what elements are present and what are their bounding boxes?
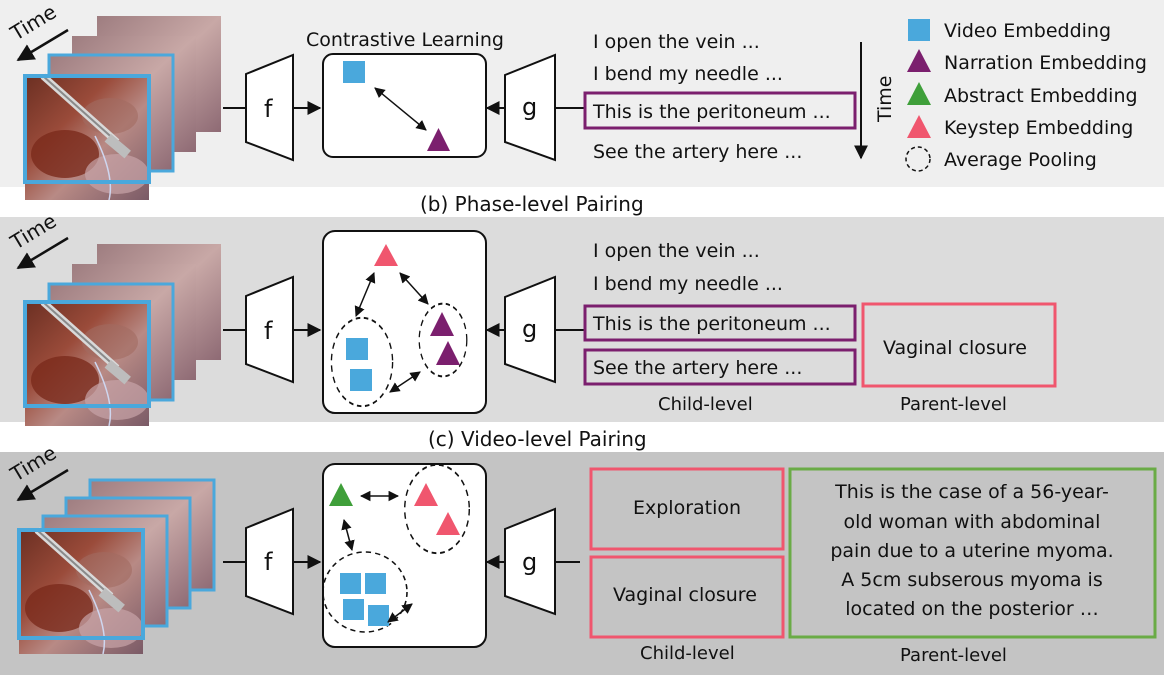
narration-text: I bend my needle ... xyxy=(593,273,783,295)
keystep-text: Vaginal closure xyxy=(613,584,757,606)
legend-pooling-swatch xyxy=(905,146,931,172)
text-encoder-g xyxy=(504,53,556,162)
abstract-embedding-triangle xyxy=(329,483,353,506)
panel-b: Time f g I open the vein ... I bend my n… xyxy=(5,209,1057,426)
legend-abstract-swatch xyxy=(907,82,931,105)
encoder-f-label: f xyxy=(264,548,273,576)
narration-time-label: Time xyxy=(874,76,896,124)
legend-pooling-label: Average Pooling xyxy=(944,149,1097,171)
video-encoder-f xyxy=(245,53,294,162)
encoder-g-label: g xyxy=(522,93,537,121)
time-arrow xyxy=(16,28,69,62)
contrastive-arrow xyxy=(374,87,427,131)
keystep-embedding-triangle xyxy=(436,512,460,535)
time-arrow xyxy=(16,468,69,502)
video-frame-stack xyxy=(25,244,221,426)
abstract-text-line: This is the case of a 56-year- xyxy=(834,481,1109,503)
keystep-text: Vaginal closure xyxy=(883,337,1027,359)
text-encoder-g xyxy=(504,275,556,384)
video-embedding-square xyxy=(340,573,361,594)
video-embedding-square xyxy=(343,61,365,83)
keystep-box xyxy=(861,302,1057,388)
encoder-g-label: g xyxy=(522,315,537,343)
keystep-box xyxy=(589,555,785,639)
keystep-embedding-triangle xyxy=(374,244,398,266)
keystep-pooling-circle xyxy=(403,463,471,555)
legend-abstract-label: Abstract Embedding xyxy=(944,85,1138,107)
narration-pooling-circle xyxy=(418,302,468,378)
caption-video-level: (c) Video-level Pairing xyxy=(428,427,647,451)
narration-embedding-triangle xyxy=(436,341,460,365)
embedding-space-box xyxy=(322,230,487,414)
video-embedding-square xyxy=(346,338,368,360)
video-embedding-square xyxy=(350,369,372,391)
keystep-box xyxy=(589,467,785,551)
legend-video-label: Video Embedding xyxy=(944,20,1111,42)
encoder-f-label: f xyxy=(264,95,273,123)
legend-narration-swatch xyxy=(907,49,931,72)
abstract-text-line: A 5cm subserous myoma is xyxy=(841,569,1102,591)
video-embedding-square xyxy=(343,599,364,620)
panel-c: Time f g Exploration Vaginal closure xyxy=(5,441,1157,666)
video-pooling-circle xyxy=(322,551,408,633)
keystep-embedding-triangle xyxy=(414,483,438,506)
abstract-text-line: located on the posterior … xyxy=(845,598,1098,620)
narration-text: This is the peritoneum ... xyxy=(592,313,831,335)
narration-text: I open the vein ... xyxy=(593,31,760,53)
encoder-f-label: f xyxy=(264,317,273,345)
time-arrow xyxy=(16,236,69,270)
narration-highlight-box xyxy=(583,304,857,342)
narration-text: See the artery here ... xyxy=(593,357,802,379)
narration-text: I bend my needle ... xyxy=(593,63,783,85)
legend-keystep-swatch xyxy=(907,115,931,138)
legend: Video Embedding Narration Embedding Abst… xyxy=(905,19,1147,172)
video-pooling-circle xyxy=(330,316,394,408)
parent-level-label: Parent-level xyxy=(900,645,1007,666)
video-embedding-square xyxy=(368,605,389,626)
abstract-box xyxy=(788,467,1157,639)
video-encoder-f xyxy=(245,507,294,616)
caption-phase-level: (b) Phase-level Pairing xyxy=(420,192,644,216)
child-level-label: Child-level xyxy=(640,643,735,664)
encoder-g-label: g xyxy=(522,548,537,576)
video-frame-stack xyxy=(19,478,216,654)
video-encoder-f xyxy=(245,275,294,384)
narration-highlight-box xyxy=(583,348,857,386)
narration-text: See the artery here ... xyxy=(593,141,802,163)
legend-keystep-label: Keystep Embedding xyxy=(944,117,1133,139)
narration-embedding-triangle xyxy=(430,312,454,336)
video-embedding-square xyxy=(365,573,386,594)
text-encoder-g xyxy=(504,507,556,616)
panel-a: Time f Contrastive Learning g I open the… xyxy=(5,0,896,200)
narration-text: This is the peritoneum ... xyxy=(592,101,831,123)
contrastive-learning-title: Contrastive Learning xyxy=(306,29,504,51)
narration-text: I open the vein ... xyxy=(593,240,760,262)
abstract-text-line: pain due to a uterine myoma. xyxy=(830,540,1113,562)
legend-narration-label: Narration Embedding xyxy=(944,52,1147,74)
legend-video-swatch xyxy=(908,19,930,41)
abstract-text-line: old woman with abdominal xyxy=(844,511,1101,533)
narration-highlight-box xyxy=(583,91,857,130)
keystep-text: Exploration xyxy=(633,497,741,519)
child-level-label: Child-level xyxy=(658,394,753,415)
narration-embedding-triangle xyxy=(427,128,450,151)
video-frame-stack xyxy=(25,16,221,200)
parent-level-label: Parent-level xyxy=(900,394,1007,415)
